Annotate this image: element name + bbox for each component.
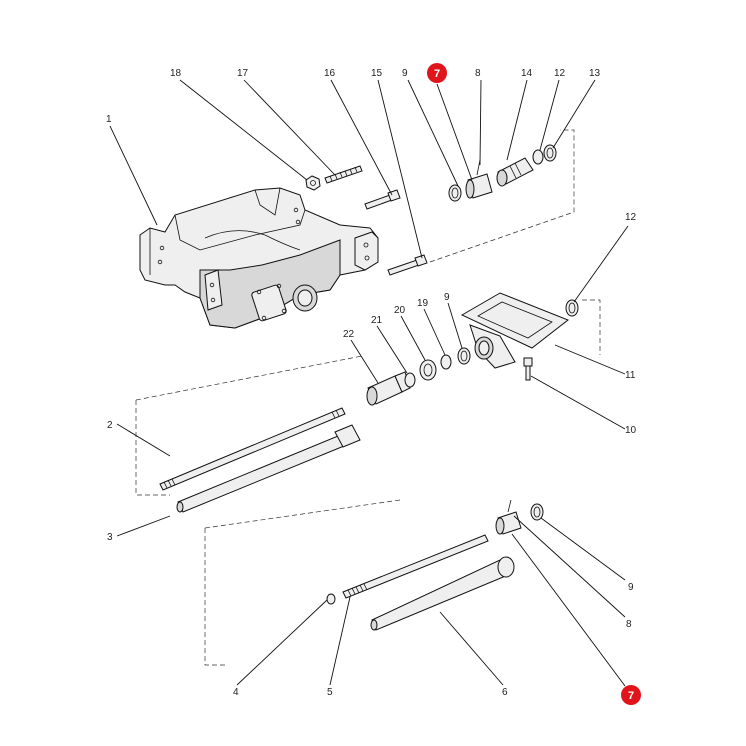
label-12: 12 bbox=[554, 68, 566, 79]
bolt-part-15 bbox=[387, 254, 428, 276]
group-outlines bbox=[135, 129, 601, 666]
ring-13 bbox=[543, 144, 557, 162]
cover-part-11 bbox=[460, 292, 579, 369]
ring-12 bbox=[532, 149, 544, 165]
label-20: 20 bbox=[394, 305, 406, 316]
housing-part bbox=[139, 187, 379, 329]
label-18: 18 bbox=[170, 68, 182, 79]
label-2: 2 bbox=[107, 420, 113, 431]
bearing-20 bbox=[419, 359, 437, 381]
seal-ring-9-mid bbox=[457, 347, 471, 365]
label-9-mid: 9 bbox=[444, 292, 450, 303]
lower-bushing-set bbox=[495, 499, 544, 535]
rod-part-2 bbox=[159, 407, 346, 491]
label-8-top: 8 bbox=[475, 68, 481, 79]
highlight-badge-7-top[interactable]: 7 bbox=[427, 63, 447, 83]
label-22: 22 bbox=[343, 329, 355, 340]
bolt-part-16 bbox=[364, 189, 401, 210]
label-21: 21 bbox=[371, 315, 383, 326]
leader-lines bbox=[109, 79, 629, 687]
label-6: 6 bbox=[502, 687, 508, 698]
label-14: 14 bbox=[521, 68, 533, 79]
label-1: 1 bbox=[106, 114, 112, 125]
label-11: 11 bbox=[625, 370, 636, 381]
rod-part-5 bbox=[342, 534, 489, 599]
label-9-top: 9 bbox=[402, 68, 408, 79]
label-4: 4 bbox=[233, 687, 239, 698]
screw-part-10 bbox=[523, 357, 533, 381]
ring-21 bbox=[404, 372, 416, 388]
seal-ring-9 bbox=[448, 184, 462, 202]
shaft-part-3 bbox=[176, 424, 361, 513]
highlight-badge-7-bottom[interactable]: 7 bbox=[621, 685, 641, 705]
upper-bushing-set bbox=[448, 144, 557, 202]
label-17: 17 bbox=[237, 68, 249, 79]
label-7-bottom: 7 bbox=[628, 690, 634, 702]
label-8-bottom: 8 bbox=[626, 619, 632, 630]
label-10: 10 bbox=[625, 425, 637, 436]
tube-part-6 bbox=[370, 556, 515, 631]
label-5: 5 bbox=[327, 687, 333, 698]
ring-19 bbox=[440, 354, 452, 370]
label-9-bottom: 9 bbox=[628, 582, 634, 593]
middle-bushing-set bbox=[366, 347, 471, 406]
ring-12-prime bbox=[565, 299, 579, 317]
clip-part-4 bbox=[326, 593, 336, 605]
callout-labels: 1 2 3 4 5 6 8 8 9 9 9 10 11 12 12 13 14 … bbox=[106, 68, 637, 698]
label-3: 3 bbox=[107, 532, 113, 543]
label-12-prime: 12 bbox=[625, 212, 637, 223]
label-7-top: 7 bbox=[434, 68, 440, 80]
label-16: 16 bbox=[324, 68, 336, 79]
stud-part-17 bbox=[324, 165, 363, 184]
label-15: 15 bbox=[371, 68, 383, 79]
label-13: 13 bbox=[589, 68, 601, 79]
nut-part-18 bbox=[305, 175, 321, 191]
label-19: 19 bbox=[417, 298, 429, 309]
